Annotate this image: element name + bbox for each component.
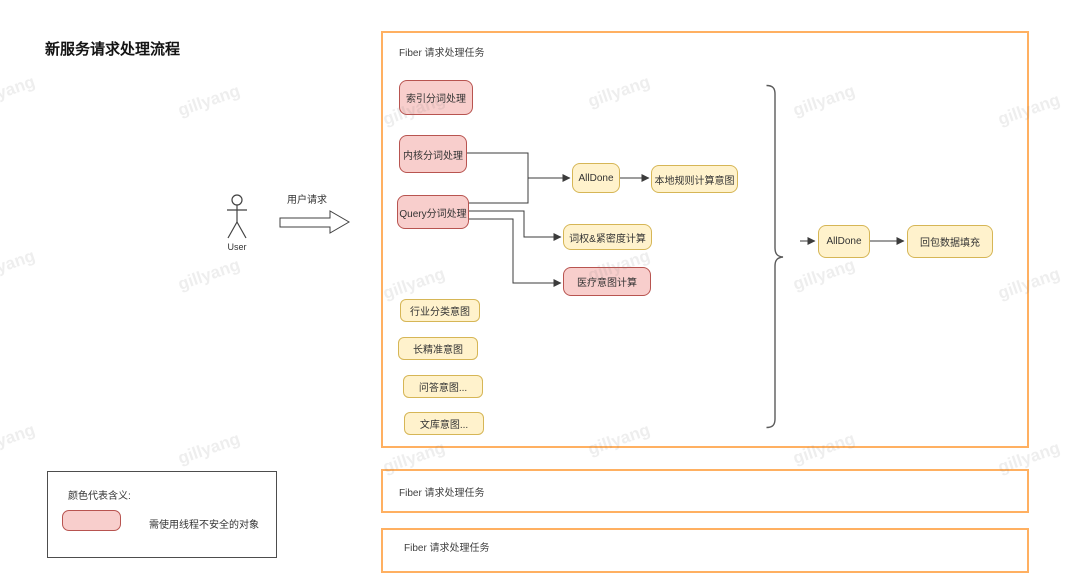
user-actor-icon: [227, 194, 247, 239]
fiber-task-container-3-label: Fiber 请求处理任务: [404, 543, 490, 554]
node-wenku-intent: 文库意图...: [404, 412, 484, 435]
node-response-fill: 回包数据填充: [907, 225, 993, 258]
connector-query-to-termweight: [469, 210, 562, 241]
user-request-arrow: [279, 210, 350, 234]
fiber-task-container-3: Fiber 请求处理任务: [381, 528, 1029, 573]
user-actor-label: User: [227, 242, 247, 252]
grouping-brace: [766, 84, 784, 429]
user-request-label: 用户请求: [287, 195, 327, 206]
node-query-segmentation: Query分词处理: [397, 195, 469, 229]
fiber-task-container-2-label: Fiber 请求处理任务: [399, 488, 485, 499]
legend-box: 颜色代表含义: 需使用线程不安全的对象: [47, 471, 277, 558]
node-term-weight-calc: 词权&紧密度计算: [563, 224, 652, 250]
fiber-task-container-1-label: Fiber 请求处理任务: [399, 48, 485, 59]
connector-kernel-query-junction: [467, 152, 529, 204]
legend-item-label: 需使用线程不安全的对象: [149, 520, 259, 531]
node-alldone-2: AllDone: [818, 225, 870, 258]
legend-pink-swatch: [62, 510, 121, 531]
node-kernel-segmentation: 内核分词处理: [399, 135, 467, 173]
node-long-precise-intent: 长精准意图: [398, 337, 478, 360]
node-industry-intent: 行业分类意图: [400, 299, 480, 322]
node-alldone-1: AllDone: [572, 163, 620, 193]
page-title: 新服务请求处理流程: [45, 41, 181, 58]
node-qa-intent: 问答意图...: [403, 375, 483, 398]
node-local-rule-intent: 本地规则计算意图: [651, 165, 738, 193]
fiber-task-container-1: Fiber 请求处理任务: [381, 31, 1029, 448]
legend-title: 颜色代表含义:: [68, 491, 131, 502]
fiber-task-container-2: Fiber 请求处理任务: [381, 469, 1029, 513]
node-index-segmentation: 索引分词处理: [399, 80, 473, 115]
connector-query-to-medical: [469, 218, 562, 287]
node-medical-intent-calc: 医疗意图计算: [563, 267, 651, 296]
